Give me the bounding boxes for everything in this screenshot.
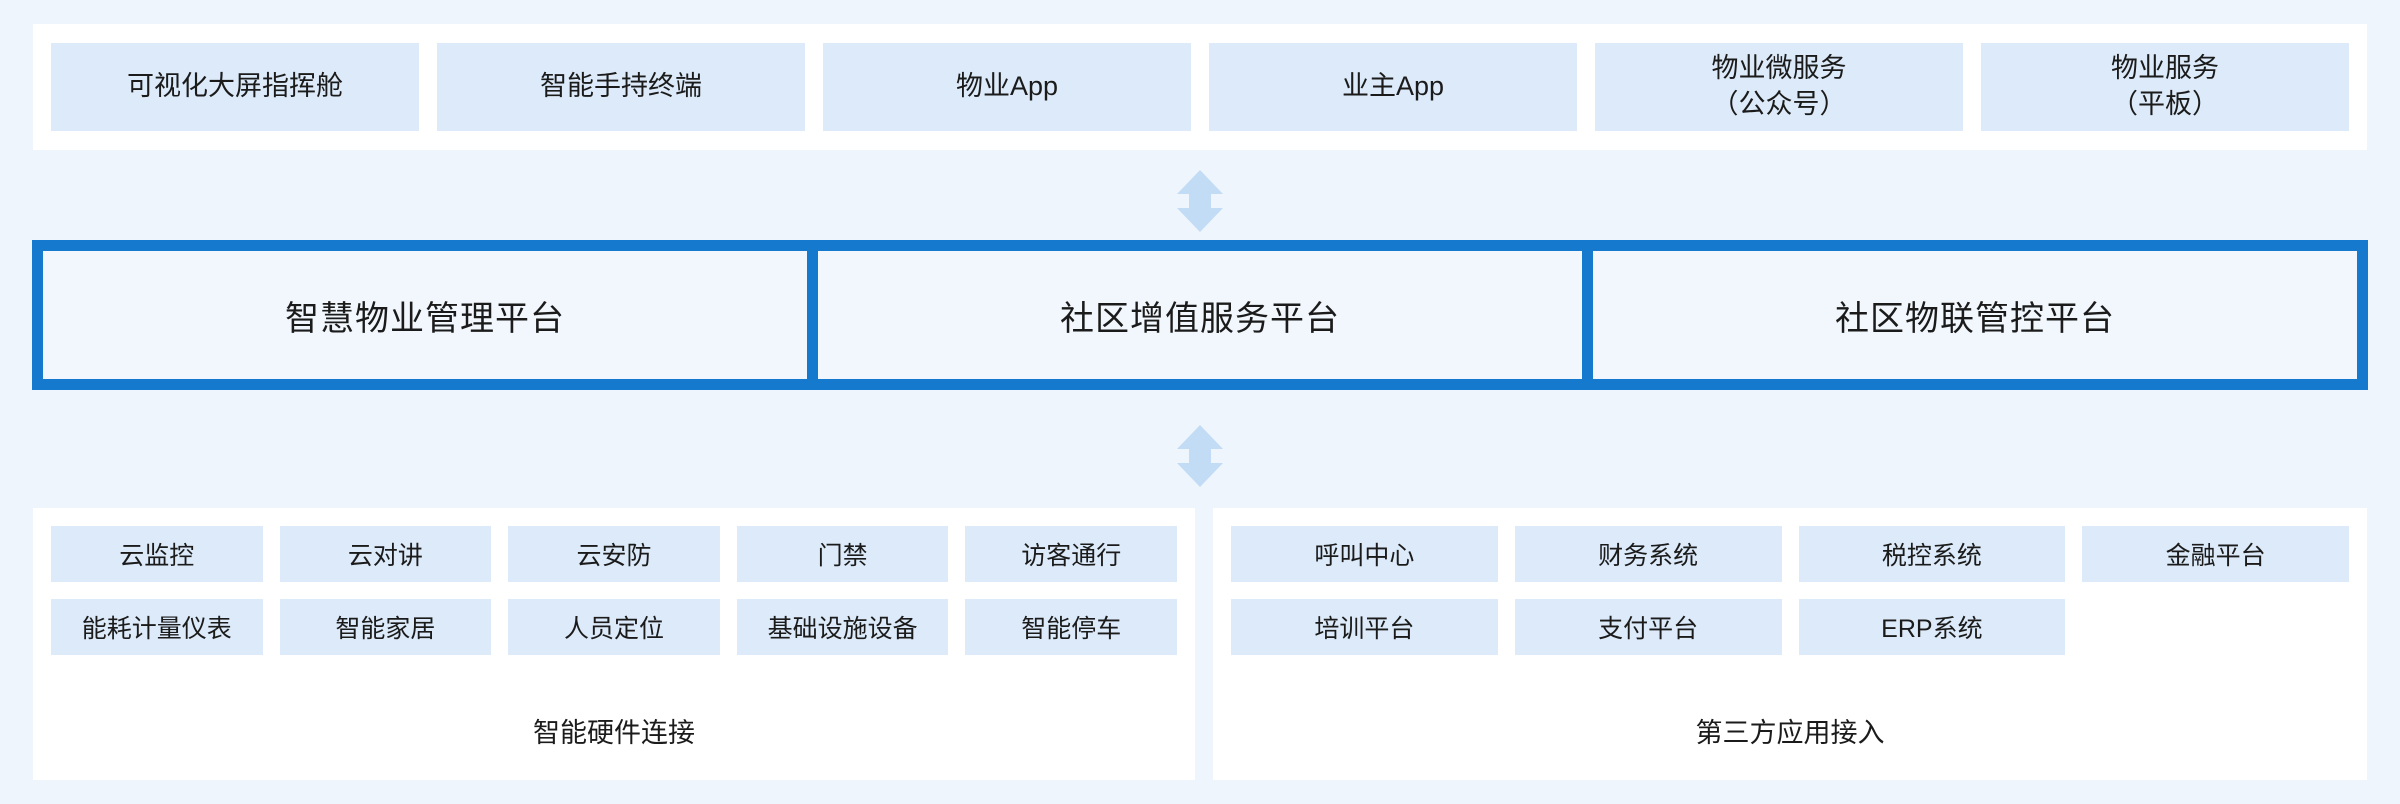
hardware-chip-8[interactable]: 基础设施设备 [736,599,949,655]
thirdparty-chip-5[interactable]: 支付平台 [1514,599,1782,655]
hardware-chip-7[interactable]: 人员定位 [508,599,720,655]
terminal-item-3[interactable]: 业主App [1209,43,1577,131]
hardware-chip-2[interactable]: 云安防 [508,526,720,582]
terminal-item-5[interactable]: 物业服务 （平板） [1981,43,2349,131]
hardware-chip-0[interactable]: 云监控 [51,526,263,582]
platform-item-2[interactable]: 社区物联管控平台 [1593,251,2357,379]
terminal-channel-row: 可视化大屏指挥舱 智能手持终端 物业App 业主App 物业微服务 （公众号） … [33,24,2367,150]
group-third-party-apps: 呼叫中心 财务系统 税控系统 金融平台 培训平台 支付平台 ERP系统 第三方应… [1213,508,2367,780]
thirdparty-chip-1[interactable]: 财务系统 [1514,526,1782,582]
platform-item-0[interactable]: 智慧物业管理平台 [43,251,807,379]
hardware-chip-5[interactable]: 能耗计量仪表 [51,599,263,655]
hardware-chip-9[interactable]: 智能停车 [965,599,1177,655]
hardware-chip-1[interactable]: 云对讲 [279,526,492,582]
double-arrow-icon [1169,170,1231,232]
hardware-chip-3[interactable]: 门禁 [736,526,949,582]
hardware-chip-grid: 云监控 云对讲 云安防 门禁 访客通行 能耗计量仪表 智能家居 人员定位 基础设… [33,508,1195,655]
thirdparty-chip-0[interactable]: 呼叫中心 [1231,526,1498,582]
thirdparty-group-caption: 第三方应用接入 [1695,718,1885,748]
double-arrow-icon [1169,425,1231,487]
core-platform-band: 智慧物业管理平台 社区增值服务平台 社区物联管控平台 [32,240,2368,390]
thirdparty-chip-grid: 呼叫中心 财务系统 税控系统 金融平台 培训平台 支付平台 ERP系统 [1213,508,2367,655]
terminal-item-2[interactable]: 物业App [823,43,1191,131]
thirdparty-chip-3[interactable]: 金融平台 [2082,526,2349,582]
terminal-item-0[interactable]: 可视化大屏指挥舱 [51,43,419,131]
thirdparty-chip-4[interactable]: 培训平台 [1231,599,1498,655]
terminal-item-4[interactable]: 物业微服务 （公众号） [1595,43,1963,131]
hardware-group-caption: 智能硬件连接 [533,718,695,748]
thirdparty-chip-6[interactable]: ERP系统 [1798,599,2066,655]
thirdparty-chip-placeholder [2082,599,2349,655]
hardware-chip-6[interactable]: 智能家居 [279,599,492,655]
group-smart-hardware: 云监控 云对讲 云安防 门禁 访客通行 能耗计量仪表 智能家居 人员定位 基础设… [33,508,1195,780]
terminal-item-1[interactable]: 智能手持终端 [437,43,805,131]
platform-item-1[interactable]: 社区增值服务平台 [818,251,1582,379]
thirdparty-chip-2[interactable]: 税控系统 [1798,526,2066,582]
hardware-chip-4[interactable]: 访客通行 [965,526,1177,582]
